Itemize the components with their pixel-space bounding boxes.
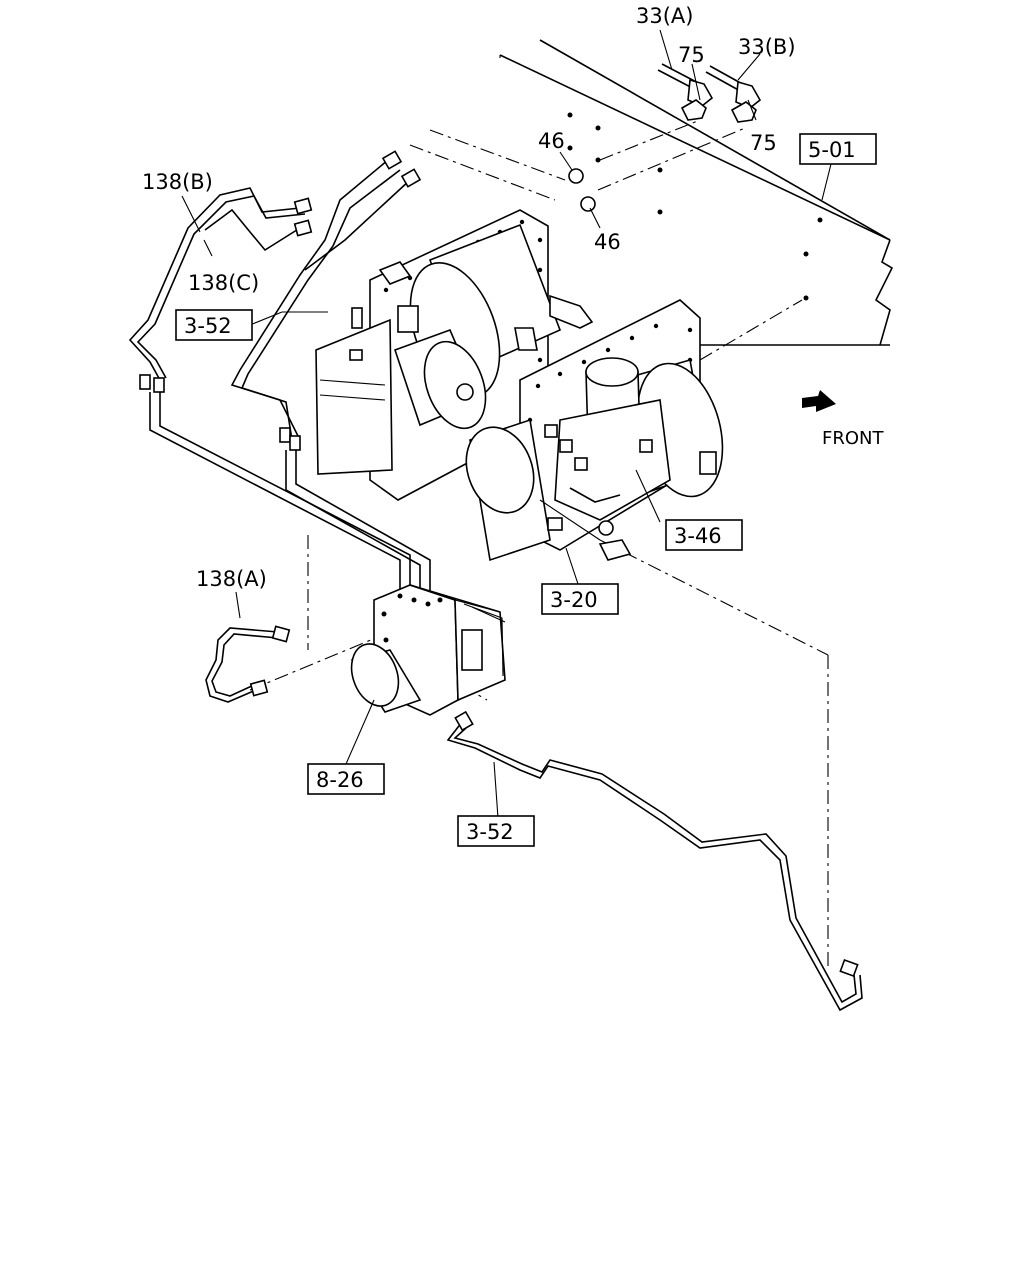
label-front: FRONT (822, 428, 884, 449)
leader-lines (181, 29, 833, 819)
ref-3-20-text: 3-20 (550, 588, 598, 612)
brake-pipe-lower (446, 710, 863, 1012)
ref-8-26-text: 8-26 (316, 768, 364, 792)
ref-3-52-bottom: 3-52 (457, 815, 535, 847)
ref-3-46-text: 3-46 (674, 524, 722, 548)
label-33a: 33(A) (636, 4, 693, 28)
leader-3-52-upper (249, 311, 328, 326)
ref-8-26: 8-26 (307, 763, 385, 795)
front-arrow-icon (802, 390, 836, 412)
ref-3-52-top-text: 3-52 (184, 314, 232, 338)
label-46-top: 46 (538, 129, 565, 153)
ref-3-52-top: 3-52 (175, 309, 253, 341)
mounting-hardware (568, 63, 762, 212)
frame-rail (499, 39, 894, 346)
ref-3-52-bottom-text: 3-52 (466, 820, 514, 844)
label-138a: 138(A) (196, 567, 267, 591)
label-75-top: 75 (678, 43, 705, 67)
brake-pipes-upper (128, 150, 431, 595)
ref-3-46: 3-46 (665, 519, 743, 551)
air-processing-assembly (315, 209, 724, 562)
ref-5-01-text: 5-01 (808, 138, 856, 162)
labels: 33(A) 75 33(B) 75 46 46 138(B) 138(C) 13… (142, 4, 884, 591)
abs-modulator (350, 584, 506, 716)
brake-pipe-138a (205, 625, 291, 703)
ref-5-01: 5-01 (799, 133, 877, 165)
label-33b: 33(B) (738, 35, 796, 59)
label-75-bottom: 75 (750, 131, 777, 155)
label-46-bottom: 46 (594, 230, 621, 254)
label-138c: 138(C) (188, 271, 259, 295)
label-138b: 138(B) (142, 170, 213, 194)
ref-3-20: 3-20 (541, 583, 619, 615)
